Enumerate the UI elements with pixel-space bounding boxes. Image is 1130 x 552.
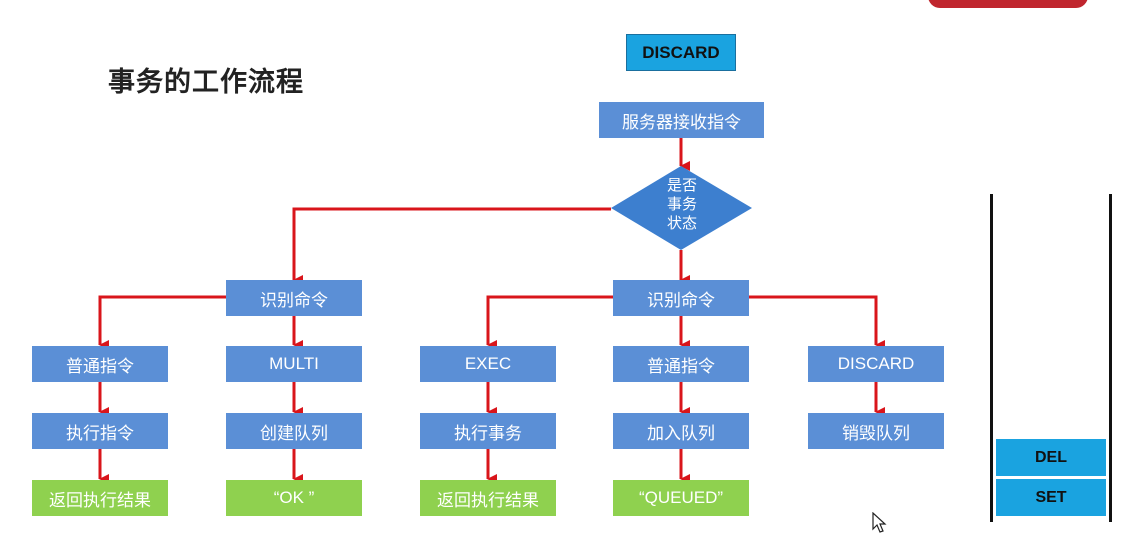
queued-result-box: “QUEUED” (613, 480, 749, 516)
enqueue-box: 加入队列 (613, 413, 749, 449)
decision-diamond (611, 166, 752, 250)
arrow-left-identify-to-normal (98, 295, 226, 350)
receive-command-box: 服务器接收指令 (599, 102, 764, 138)
left-execute-cmd-box: 执行指令 (32, 413, 168, 449)
arrow-right-identify-to-exec (486, 295, 613, 350)
stack-item-set: SET (996, 479, 1106, 516)
execute-transaction-box: 执行事务 (420, 413, 556, 449)
stack-left-wall (990, 194, 993, 522)
create-queue-box: 创建队列 (226, 413, 362, 449)
right-identify-box: 识别命令 (613, 280, 749, 316)
stack-item-del: DEL (996, 439, 1106, 476)
decision-line-2: 事务 (666, 195, 697, 213)
right-return-result-box: 返回执行结果 (420, 480, 556, 516)
left-return-result-box: 返回执行结果 (32, 480, 168, 516)
multi-box: MULTI (226, 346, 362, 382)
decision-line-1: 是否 (666, 176, 697, 194)
top-red-badge (928, 0, 1088, 8)
decision-line-3: 状态 (666, 214, 697, 232)
right-normal-cmd-box: 普通指令 (613, 346, 749, 382)
left-normal-cmd-box: 普通指令 (32, 346, 168, 382)
arrow-decision-to-left-identify (292, 207, 611, 285)
page-title: 事务的工作流程 (108, 67, 304, 98)
destroy-queue-box: 销毁队列 (808, 413, 944, 449)
decision-label: 是否 事务 状态 (640, 176, 724, 233)
discard-top-box: DISCARD (626, 34, 736, 71)
stack-right-wall (1109, 194, 1112, 522)
left-identify-box: 识别命令 (226, 280, 362, 316)
exec-box: EXEC (420, 346, 556, 382)
ok-result-box: “OK ” (226, 480, 362, 516)
arrow-right-identify-to-discard (749, 295, 885, 350)
mouse-pointer-icon (872, 512, 887, 533)
discard-cmd-box: DISCARD (808, 346, 944, 382)
